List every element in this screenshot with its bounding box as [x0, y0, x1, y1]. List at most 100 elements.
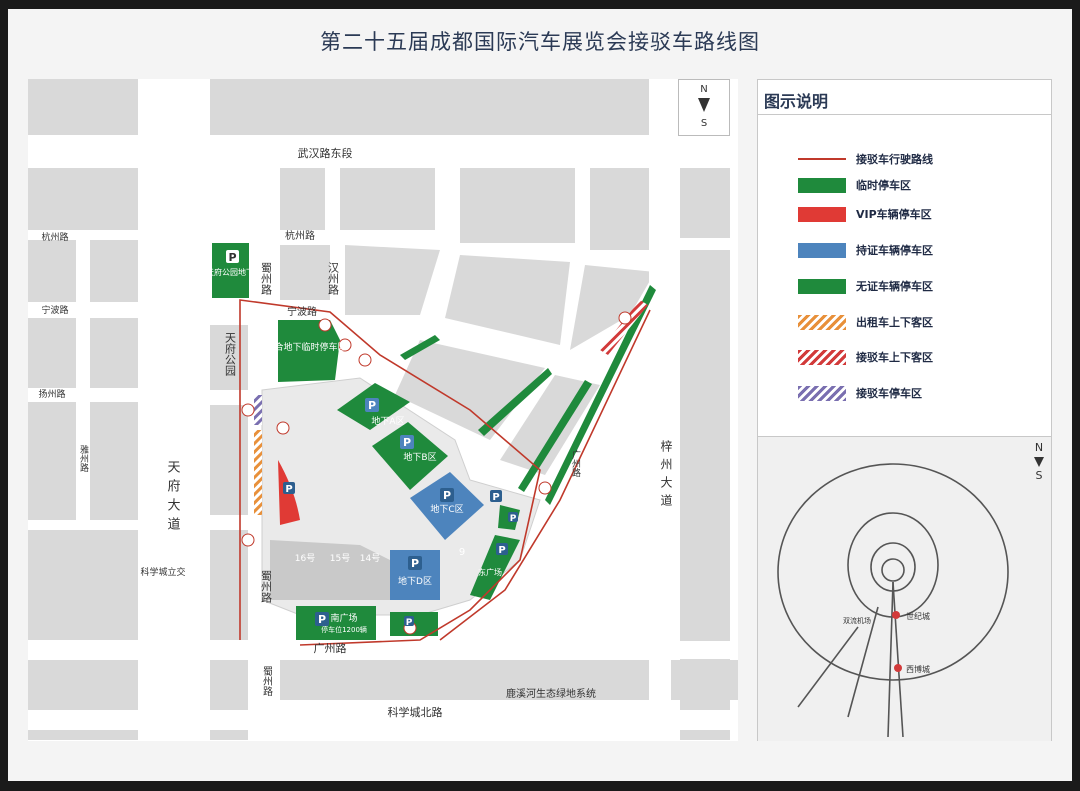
- legend-divider: [758, 114, 1051, 115]
- road-label-kexuecheng-lj: 科学城立交: [140, 566, 185, 578]
- block: [395, 340, 545, 440]
- parking-icon: [283, 482, 295, 494]
- inset-map: 世纪城 西博城 双流机场 N S: [758, 436, 1051, 741]
- block: [680, 250, 730, 740]
- legend-label: 临时停车区: [856, 179, 911, 192]
- shuttle-route-east: [439, 309, 651, 641]
- legend-label: 接驳车停车区: [856, 387, 922, 400]
- tianfu-park-label: 天府公园: [224, 332, 237, 377]
- inset-place-3: 双流机场: [843, 616, 871, 625]
- location-pin-icon: [892, 611, 900, 619]
- zone-label-south: 南广场: [330, 612, 357, 624]
- legend-label: 持证车辆停车区: [856, 244, 933, 257]
- block: [28, 168, 138, 230]
- zone-underground-b: [372, 422, 448, 490]
- block: [445, 255, 570, 345]
- zone-label-d: 地下D区: [398, 575, 432, 587]
- zone-underground-c: [410, 472, 484, 540]
- red-hatch-icon: [798, 349, 846, 365]
- block: [28, 530, 138, 640]
- legend-label: VIP车辆停车区: [856, 208, 932, 221]
- page-title: 第二十五届成都国际汽车展览会接驳车路线图: [320, 30, 760, 54]
- route-marker: [318, 318, 332, 332]
- city-blocks: [28, 79, 738, 740]
- block: [90, 402, 138, 520]
- block: [210, 530, 248, 640]
- hall-label-9: 9: [459, 547, 465, 558]
- zone-shuzhou-temp: [278, 320, 340, 382]
- parking-icon: [365, 398, 379, 412]
- road-label-guangzhou-e: 广州路: [570, 449, 581, 478]
- parking-icon: [226, 250, 239, 263]
- inset-south: S: [1036, 469, 1043, 482]
- block: [280, 168, 325, 230]
- inset-bg: [758, 437, 1051, 741]
- parking-icon: [440, 488, 454, 502]
- parking-icon-letter: P: [510, 514, 517, 524]
- hall-label-15: 15号: [330, 553, 350, 564]
- legend-label: 接驳车上下客区: [856, 351, 933, 364]
- zone-label-south-sub: 停车位1200辆: [321, 625, 367, 634]
- parking-icon-letter: P: [498, 545, 505, 556]
- inset-place-1: 世纪城: [906, 611, 930, 621]
- hall-label-16: 16号: [295, 553, 315, 564]
- block: [90, 318, 138, 388]
- block: [280, 245, 330, 300]
- parking-icon: [490, 490, 502, 502]
- zone-label-east: 东广场: [478, 567, 502, 577]
- route-marker: [618, 311, 632, 325]
- block: [90, 240, 138, 302]
- block: [210, 79, 655, 135]
- legend-item-shuttle-park: 接驳车停车区: [798, 384, 922, 402]
- route-marker: [241, 533, 255, 547]
- zone-strip-a: [478, 368, 552, 436]
- parking-icon-letter: P: [318, 613, 326, 626]
- expo-halls: [270, 540, 420, 600]
- route-marker: [241, 403, 255, 417]
- parking-icon: [404, 616, 414, 626]
- inset-place-2: 西博城: [906, 664, 930, 674]
- radial-road: [887, 581, 894, 738]
- road-label-yangzhou: 扬州路: [38, 388, 65, 400]
- inset-compass-icon: [1034, 457, 1044, 467]
- inset-north: N: [1035, 441, 1043, 454]
- legend-item-temp: 临时停车区: [798, 176, 911, 194]
- parking-icon-letter: P: [443, 489, 451, 502]
- parking-icon-letter: P: [403, 436, 411, 449]
- route-markers: [241, 311, 632, 635]
- shuttle-route: [239, 299, 541, 646]
- radial-road: [892, 581, 904, 738]
- legend-item-nopermit: 无证车辆停车区: [798, 277, 933, 295]
- parking-icon-letter: P: [368, 399, 376, 412]
- legend-item-shuttle-pickup: 接驳车上下客区: [798, 348, 933, 366]
- block: [28, 240, 76, 302]
- route-marker: [538, 481, 552, 495]
- zone-label-b: 地下B区: [403, 451, 436, 463]
- purple-hatch-icon: [798, 385, 846, 401]
- parking-icon: [408, 556, 422, 570]
- parking-icon: [400, 435, 414, 449]
- vertical-labels: 天府大道 梓州大道 蜀州路 蜀州路 蜀州路 汉州路 天府公园 雅州路 广州路: [78, 262, 673, 697]
- compass-north: N: [700, 84, 708, 95]
- green-system-label: 鹿溪河生态绿地系统: [506, 687, 596, 700]
- route-marker: [338, 338, 352, 352]
- block: [28, 318, 76, 388]
- road-label-guangzhou: 广州路: [314, 642, 347, 655]
- roads: [28, 79, 738, 741]
- block: [590, 168, 655, 250]
- route-marker: [358, 353, 372, 367]
- parking-icon-letter: P: [285, 484, 292, 495]
- zone-strip-b: [518, 380, 592, 492]
- green-swatch-icon: [798, 278, 846, 294]
- hall-label-14: 14号: [360, 553, 380, 564]
- radial-road: [797, 626, 859, 708]
- block: [340, 168, 435, 230]
- parking-badges: P P P P P P P P P P P: [226, 250, 518, 628]
- orange-hatch-icon: [798, 314, 846, 330]
- road-label-zizhou-ave: 梓州大道: [659, 439, 673, 512]
- route-marker: [276, 421, 290, 435]
- road-label-shuzhou-s: 蜀州路: [260, 570, 273, 604]
- legend-item-route: 接驳车行驶路线: [798, 150, 933, 168]
- zone-label-c: 地下C区: [430, 503, 463, 515]
- legend-title: 图示说明: [764, 92, 829, 111]
